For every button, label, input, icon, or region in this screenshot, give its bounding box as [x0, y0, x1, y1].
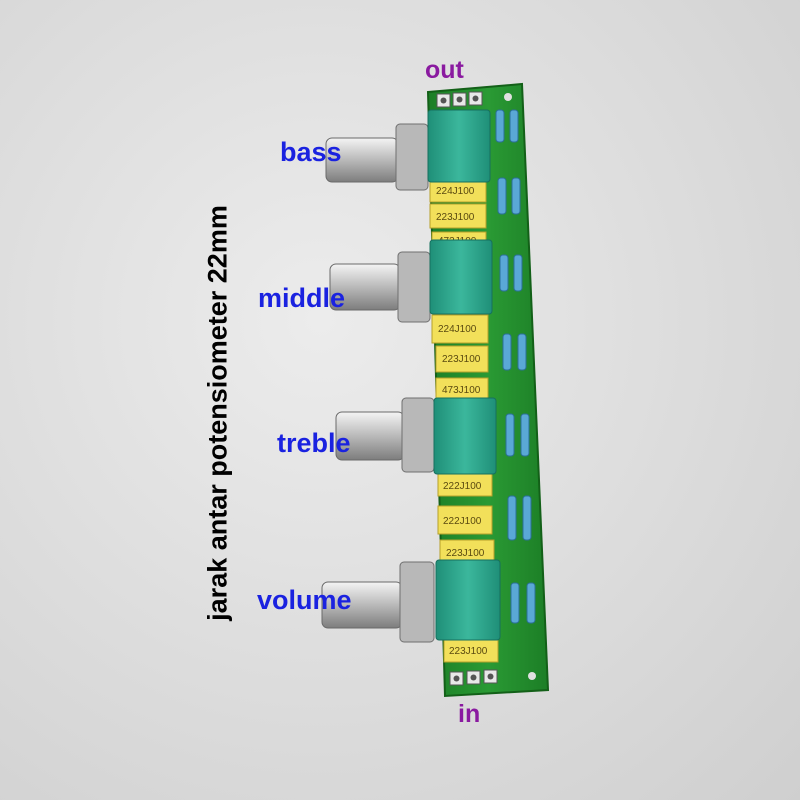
svg-text:223J100: 223J100: [449, 646, 488, 657]
capacitor: 223J100: [435, 345, 489, 373]
capacitor: 222J100: [437, 505, 493, 535]
svg-text:222J100: 222J100: [443, 481, 482, 492]
resistor-array: [495, 109, 536, 624]
spacing-caption: jarak antar potensiometer 22mm: [202, 205, 233, 621]
pot-bass: [325, 109, 491, 191]
volume-label: volume: [257, 585, 352, 615]
svg-text:223J100: 223J100: [436, 212, 475, 223]
output-header: [436, 91, 483, 108]
treble-label: treble: [277, 428, 351, 458]
svg-text:222J100: 222J100: [443, 516, 482, 527]
bass-label: bass: [280, 137, 342, 167]
pot-middle: [329, 239, 493, 323]
capacitor: 223J100: [429, 203, 487, 229]
capacitor: 473J100: [435, 377, 489, 401]
input-label: in: [458, 700, 481, 728]
capacitor: 222J100: [437, 473, 493, 497]
capacitor: 224J100: [431, 314, 489, 344]
capacitor: 223J100: [443, 637, 499, 663]
output-label: out: [425, 56, 464, 84]
input-header: [449, 669, 498, 686]
svg-text:223J100: 223J100: [442, 354, 481, 365]
middle-label: middle: [258, 283, 346, 313]
pot-treble: [335, 397, 497, 475]
capacitor-list: 224J100 223J100 473J100 224J100 223J100 …: [429, 177, 499, 663]
svg-text:223J100: 223J100: [446, 548, 485, 559]
svg-text:224J100: 224J100: [438, 324, 477, 335]
svg-text:473J100: 473J100: [442, 385, 481, 396]
pot-volume: [321, 559, 501, 643]
svg-text:224J100: 224J100: [436, 186, 475, 197]
